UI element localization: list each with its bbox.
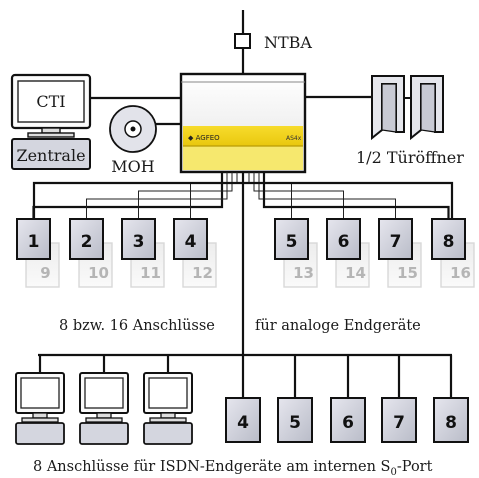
analog-port-label: 1: [28, 232, 40, 252]
analog-port-back-label: 12: [192, 264, 213, 282]
analog-wire-2: [86, 172, 228, 219]
cti-computer-icon: [10, 73, 92, 170]
isdn-ports: 4 5 6 7 8: [225, 355, 469, 443]
analog-port-label: 3: [133, 232, 145, 252]
ntba-connection: [234, 10, 251, 76]
isdn-caption: 8 Anschlüsse für ISDN-Endgeräte am inter…: [33, 459, 433, 478]
isdn-port-8: 8: [433, 397, 469, 443]
analog-caption-b: für analoge Endgeräte: [255, 318, 421, 334]
analog-port-back-label: 9: [40, 264, 50, 282]
analog-port-back-label: 16: [450, 264, 471, 282]
moh-disc-icon: [109, 105, 157, 153]
analog-port-3: 3: [121, 218, 156, 260]
analog-port-back-label: 11: [140, 264, 161, 282]
analog-wire-1: [32, 172, 224, 219]
analog-port-2: 2: [69, 218, 104, 260]
analog-caption-a: 8 bzw. 16 Anschlüsse: [59, 318, 215, 334]
pbx-brand: ◆ AGFEO: [188, 134, 220, 142]
isdn-port-5: 5: [277, 397, 313, 443]
cti-label: CTI: [36, 92, 65, 111]
analog-port-5: 5: [274, 218, 309, 260]
isdn-port-label: 6: [342, 413, 354, 433]
analog-wire-4: [190, 172, 238, 219]
analog-port-back-label: 13: [293, 264, 314, 282]
analog-wire-6: [253, 172, 344, 219]
analog-port-label: 8: [443, 232, 455, 252]
analog-port-7: 7: [378, 218, 413, 260]
analog-port-label: 2: [81, 232, 93, 252]
pbx-unit: [179, 72, 307, 174]
isdn-port-label: 8: [445, 413, 457, 433]
moh-label: MOH: [111, 157, 155, 176]
analog-wire-5: [248, 172, 292, 219]
analog-port-label: 6: [338, 232, 350, 252]
isdn-computer-icon: [79, 372, 129, 445]
pbx-model: AS4x: [286, 135, 302, 142]
isdn-computer-icon: [15, 372, 65, 445]
isdn-port-label: 4: [237, 413, 249, 433]
door-opener-icon: [371, 75, 444, 141]
isdn-port-7: 7: [381, 397, 417, 443]
analog-port-label: 5: [286, 232, 298, 252]
door-opener-label: 1/2 Türöffner: [356, 148, 464, 167]
analog-port-label: 7: [390, 232, 402, 252]
isdn-computer-icon: [143, 372, 193, 445]
analog-wire-3: [138, 172, 233, 219]
isdn-port-6: 6: [330, 397, 366, 443]
isdn-port-label: 7: [393, 413, 405, 433]
analog-port-6: 6: [326, 218, 361, 260]
ntba-label: NTBA: [264, 33, 312, 52]
analog-wire-8: [262, 172, 450, 219]
isdn-port-label: 5: [289, 413, 301, 433]
zentrale-label: Zentrale: [16, 146, 85, 165]
analog-port-back-label: 15: [397, 264, 418, 282]
analog-port-back-label: 14: [345, 264, 366, 282]
isdn-port-4: 4: [225, 397, 261, 443]
analog-wire-7: [258, 172, 396, 219]
analog-port-label: 4: [185, 232, 197, 252]
analog-port-4: 4: [173, 218, 208, 260]
analog-port-1: 1: [16, 218, 51, 260]
analog-port-8: 8: [431, 218, 466, 260]
analog-ports-front: 1 2 3 4 5 6 7 8: [16, 218, 466, 260]
isdn-computers: [15, 355, 193, 445]
isdn-bus: [38, 172, 452, 357]
analog-port-back-label: 10: [88, 264, 109, 282]
